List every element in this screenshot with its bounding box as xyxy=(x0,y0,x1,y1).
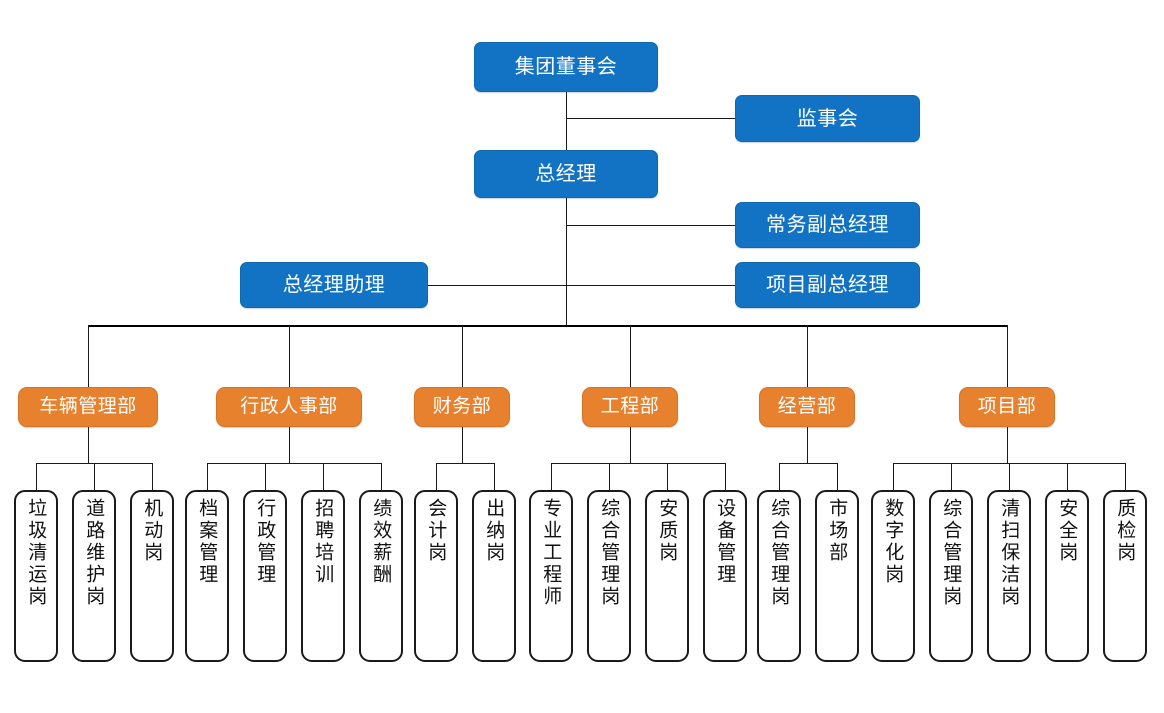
dept-stem-4 xyxy=(630,325,631,387)
node-board[interactable]: 集团董事会 xyxy=(474,42,658,92)
group2-drop-1 xyxy=(207,463,208,490)
leaf-box[interactable]: 绩效薪酬 xyxy=(359,490,403,662)
leaf-label: 设备管理 xyxy=(714,498,737,586)
leaf-box[interactable]: 综合管理岗 xyxy=(587,490,631,662)
dept-project[interactable]: 项目部 xyxy=(959,387,1055,427)
leaf-label: 档案管理 xyxy=(196,498,219,586)
node-executive-deputy-gm[interactable]: 常务副总经理 xyxy=(735,202,920,248)
leaf-box[interactable]: 综合管理岗 xyxy=(757,490,801,662)
leaf-box[interactable]: 行政管理 xyxy=(243,490,287,662)
connector-gm-trunk xyxy=(566,198,567,326)
node-supervisory-board[interactable]: 监事会 xyxy=(735,95,920,142)
dept-finance[interactable]: 财务部 xyxy=(414,387,510,427)
group1-stem xyxy=(88,427,89,463)
leaf-box[interactable]: 道路维护岗 xyxy=(72,490,116,662)
dept-stem-3 xyxy=(462,325,463,387)
group6-drop-5 xyxy=(1125,463,1126,490)
group4-drop-4 xyxy=(725,463,726,490)
group5-drop-2 xyxy=(837,463,838,490)
leaf-box[interactable]: 设备管理 xyxy=(703,490,747,662)
group3-drop-2 xyxy=(494,463,495,490)
connector-to-supervisory xyxy=(566,118,735,119)
node-project-deputy-gm[interactable]: 项目副总经理 xyxy=(735,262,920,308)
leaf-box[interactable]: 综合管理岗 xyxy=(929,490,973,662)
leaf-label: 行政管理 xyxy=(254,498,277,586)
leaf-box[interactable]: 机动岗 xyxy=(130,490,174,662)
leaf-label: 综合管理岗 xyxy=(768,498,791,608)
group2-drop-3 xyxy=(323,463,324,490)
leaf-box[interactable]: 安全岗 xyxy=(1045,490,1089,662)
dept-stem-6 xyxy=(1007,325,1008,387)
leaf-label: 专业工程师 xyxy=(540,498,563,608)
connector-to-gm-assistant xyxy=(428,285,566,286)
group6-drop-2 xyxy=(951,463,952,490)
leaf-box[interactable]: 垃圾清运岗 xyxy=(14,490,58,662)
leaf-label: 综合管理岗 xyxy=(940,498,963,608)
group1-drop-1 xyxy=(36,463,37,490)
department-bus xyxy=(88,325,1008,327)
leaf-box[interactable]: 清扫保洁岗 xyxy=(987,490,1031,662)
group1-drop-3 xyxy=(152,463,153,490)
leaf-label: 数字化岗 xyxy=(882,498,905,586)
node-gm-assistant[interactable]: 总经理助理 xyxy=(240,262,428,308)
connector-to-project-deputy xyxy=(566,285,735,286)
group6-drop-3 xyxy=(1009,463,1010,490)
leaf-box[interactable]: 招聘培训 xyxy=(301,490,345,662)
dept-vehicle-management[interactable]: 车辆管理部 xyxy=(18,387,158,427)
group4-drop-1 xyxy=(551,463,552,490)
dept-stem-5 xyxy=(807,325,808,387)
leaf-label: 招聘培训 xyxy=(312,498,335,586)
group3-stem xyxy=(462,427,463,463)
leaf-label: 综合管理岗 xyxy=(598,498,621,608)
leaf-box[interactable]: 会计岗 xyxy=(414,490,458,662)
leaf-box[interactable]: 质检岗 xyxy=(1103,490,1147,662)
group4-bus xyxy=(551,463,726,464)
group4-drop-2 xyxy=(609,463,610,490)
leaf-label: 安全岗 xyxy=(1056,498,1079,564)
leaf-box[interactable]: 数字化岗 xyxy=(871,490,915,662)
leaf-label: 垃圾清运岗 xyxy=(25,498,48,608)
leaf-label: 机动岗 xyxy=(141,498,164,564)
leaf-label: 道路维护岗 xyxy=(83,498,106,608)
leaf-box[interactable]: 市场部 xyxy=(815,490,859,662)
group2-stem xyxy=(289,427,290,463)
node-general-manager[interactable]: 总经理 xyxy=(474,150,658,198)
dept-engineering[interactable]: 工程部 xyxy=(582,387,678,427)
leaf-label: 市场部 xyxy=(826,498,849,564)
group3-bus xyxy=(436,463,495,464)
group6-stem xyxy=(1007,427,1008,463)
group2-drop-2 xyxy=(265,463,266,490)
dept-operations[interactable]: 经营部 xyxy=(759,387,855,427)
leaf-label: 出纳岗 xyxy=(483,498,506,564)
dept-admin-hr[interactable]: 行政人事部 xyxy=(216,387,362,427)
leaf-box[interactable]: 专业工程师 xyxy=(529,490,573,662)
dept-stem-1 xyxy=(88,325,89,387)
leaf-box[interactable]: 出纳岗 xyxy=(472,490,516,662)
group5-stem xyxy=(807,427,808,463)
leaf-box[interactable]: 安质岗 xyxy=(645,490,689,662)
dept-stem-2 xyxy=(289,325,290,387)
group6-drop-4 xyxy=(1067,463,1068,490)
connector-to-executive-deputy xyxy=(566,225,735,226)
group5-bus xyxy=(779,463,838,464)
group5-drop-1 xyxy=(779,463,780,490)
leaf-label: 质检岗 xyxy=(1114,498,1137,564)
leaf-label: 绩效薪酬 xyxy=(370,498,393,586)
leaf-label: 会计岗 xyxy=(425,498,448,564)
group2-bus xyxy=(207,463,382,464)
group4-drop-3 xyxy=(667,463,668,490)
group1-drop-2 xyxy=(94,463,95,490)
leaf-box[interactable]: 档案管理 xyxy=(185,490,229,662)
group3-drop-1 xyxy=(436,463,437,490)
group6-drop-1 xyxy=(893,463,894,490)
leaf-label: 清扫保洁岗 xyxy=(998,498,1021,608)
connector-board-to-gm xyxy=(566,92,567,150)
group4-stem xyxy=(630,427,631,463)
leaf-label: 安质岗 xyxy=(656,498,679,564)
group2-drop-4 xyxy=(381,463,382,490)
